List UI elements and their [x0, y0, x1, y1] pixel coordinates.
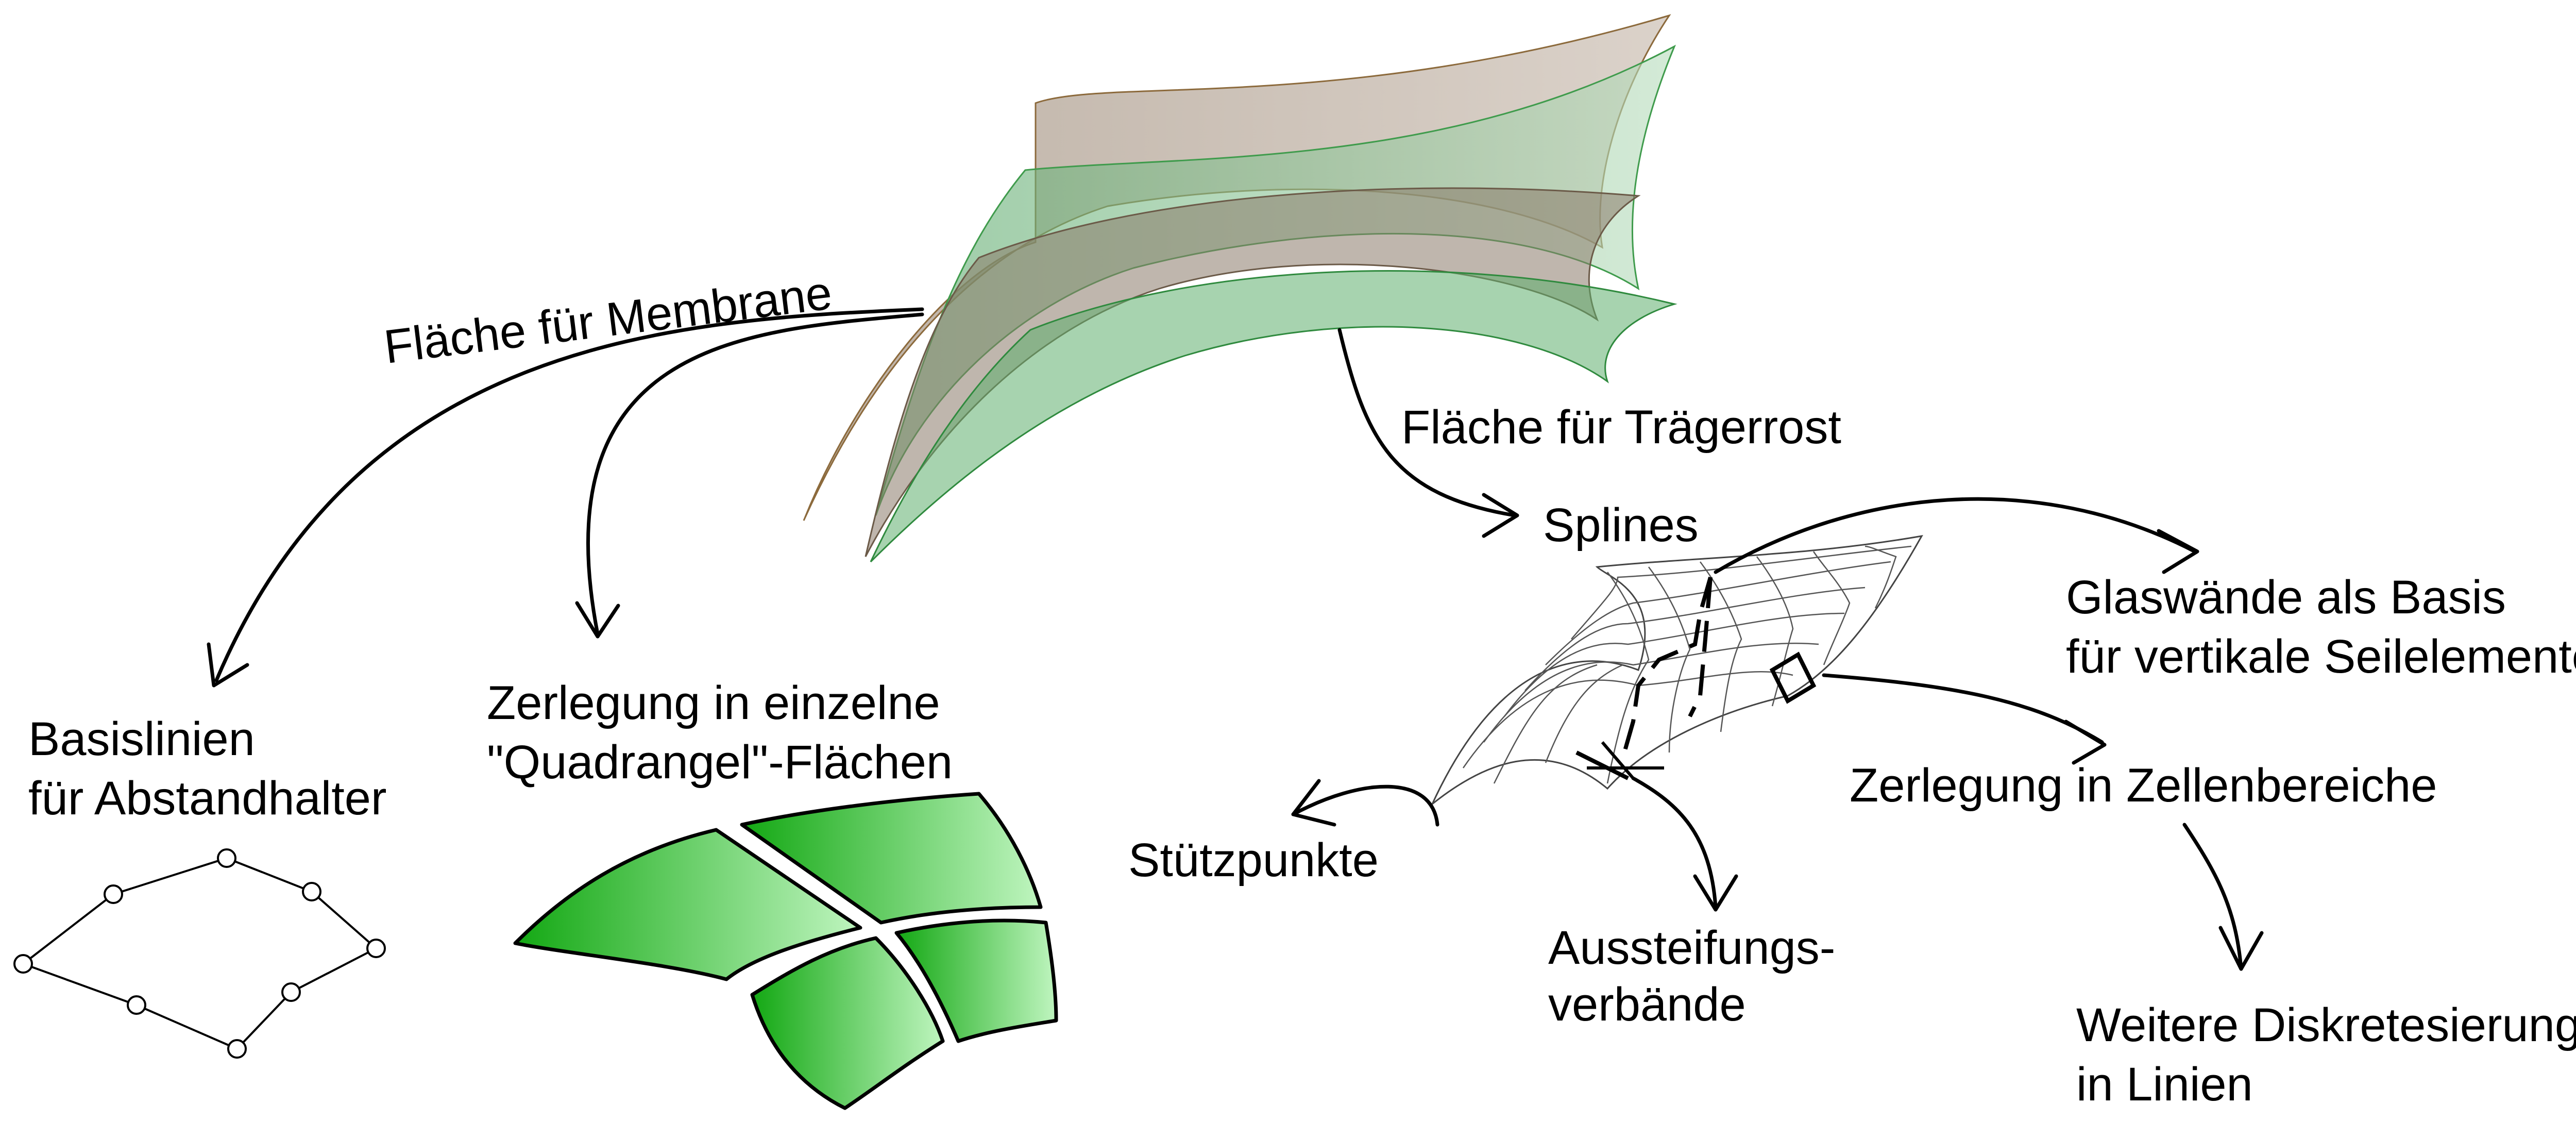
- grid-surface-icon: [1431, 534, 1923, 805]
- arrow-membrane-to-baselines: [214, 307, 924, 682]
- labels: Fläche für Membrane Fläche für Trägerros…: [28, 266, 2576, 1111]
- label-discretize-1: Weitere Diskretesierung: [2076, 999, 2576, 1051]
- polygon-nodes-icon: [13, 848, 386, 1059]
- arrow-grid-to-glass: [1714, 497, 2197, 574]
- label-discretize-2: in Linien: [2076, 1058, 2253, 1111]
- label-bracing-2: verbände: [1548, 978, 1746, 1031]
- label-cell-split: Zerlegung in Zellenbereiche: [1850, 759, 2437, 812]
- arrow-grid-to-bracing: [1631, 776, 1718, 909]
- arrows: [207, 307, 2264, 971]
- label-quad-split-2: "Quadrangel"-Flächen: [487, 736, 953, 789]
- membrane-surfaces-icon: [803, 14, 1677, 563]
- label-base-lines-1: Basislinien: [28, 713, 255, 765]
- label-membrane-surface: Fläche für Membrane: [381, 266, 835, 374]
- arrow-grid-to-supports: [1291, 784, 1439, 827]
- label-quad-split-1: Zerlegung in einzelne: [487, 677, 940, 729]
- arrow-grid-to-cells: [1822, 673, 2104, 744]
- label-bracing-1: Aussteifungs-: [1548, 922, 1835, 974]
- arrow-membrane-to-quads: [586, 312, 924, 636]
- label-supports: Stützpunkte: [1128, 834, 1379, 887]
- arrow-cells-to-discretize: [2182, 823, 2243, 971]
- label-base-lines-2: für Abstandhalter: [28, 772, 387, 825]
- label-splines: Splines: [1543, 499, 1699, 551]
- label-glass-walls-1: Glaswände als Basis: [2066, 571, 2506, 624]
- label-glass-walls-2: für vertikale Seilelemente: [2066, 630, 2576, 683]
- quadrangle-panels-icon: [513, 792, 1058, 1110]
- label-grid-surface: Fläche für Trägerrost: [1401, 401, 1841, 454]
- arrow-membrane-to-grid: [1337, 328, 1517, 517]
